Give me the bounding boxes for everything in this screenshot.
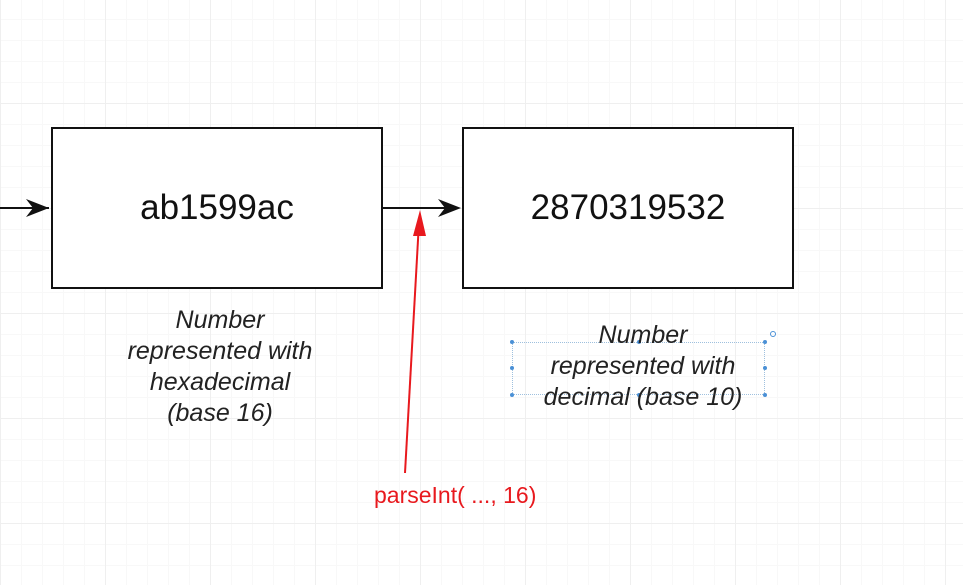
incoming-arrowhead <box>26 199 49 217</box>
decimal-caption[interactable]: Number represented with decimal (base 10… <box>512 320 774 413</box>
decimal-caption-line: Number <box>598 321 688 349</box>
resize-handle-top-right[interactable] <box>763 340 767 344</box>
decimal-value-box[interactable]: 2870319532 <box>462 127 794 289</box>
resize-handle-left[interactable] <box>510 366 514 370</box>
resize-handle-bottom[interactable] <box>637 393 641 397</box>
hex-caption-line: represented with <box>127 337 313 365</box>
resize-handle-right[interactable] <box>763 366 767 370</box>
hex-caption-line: hexadecimal <box>149 368 291 396</box>
hex-value-box[interactable]: ab1599ac <box>51 127 383 289</box>
hex-caption-line: (base 16) <box>167 399 273 427</box>
resize-handle-bottom-right[interactable] <box>763 393 767 397</box>
hex-caption[interactable]: Number represented with hexadecimal (bas… <box>90 305 350 429</box>
hex-value-label: ab1599ac <box>140 188 294 227</box>
decimal-caption-line: decimal (base 10) <box>543 383 743 411</box>
rotate-handle-icon[interactable] <box>770 331 776 337</box>
parseint-annotation[interactable]: parseInt( ..., 16) <box>374 482 537 508</box>
decimal-caption-line: represented with <box>550 352 736 380</box>
connector-arrowhead <box>438 199 461 217</box>
resize-handle-bottom-left[interactable] <box>510 393 514 397</box>
resize-handle-top[interactable] <box>637 340 641 344</box>
hex-caption-line: Number <box>175 306 265 334</box>
decimal-value-label: 2870319532 <box>530 188 726 227</box>
annotation-pointer-line[interactable] <box>404 221 420 474</box>
resize-handle-top-left[interactable] <box>510 340 514 344</box>
annotation-pointer-arrowhead <box>413 210 426 236</box>
